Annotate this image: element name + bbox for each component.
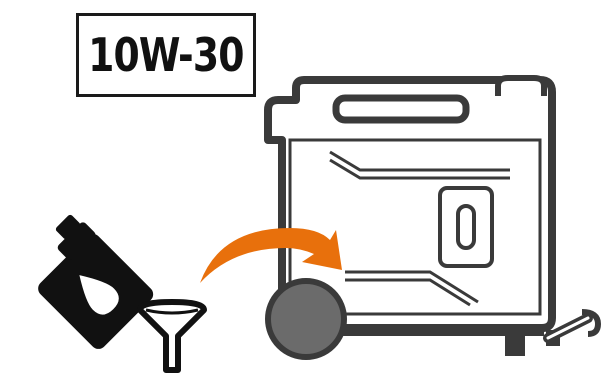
- wheel-icon: [268, 281, 344, 357]
- oil-bottle-icon: [15, 211, 156, 352]
- funnel-icon: [140, 302, 204, 370]
